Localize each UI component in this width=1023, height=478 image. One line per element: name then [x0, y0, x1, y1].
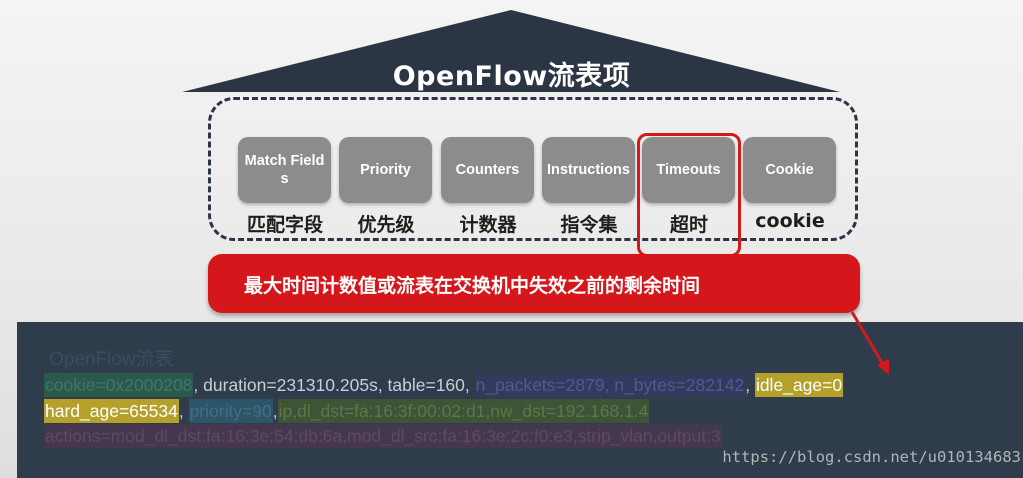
watermark: https://blog.csdn.net/u010134683	[722, 448, 1021, 466]
flow-line-1: cookie=0x2000208, duration=231310.205s, …	[44, 373, 844, 397]
separator: ,	[745, 375, 755, 395]
field-box-match-fields: Match Fields	[238, 137, 331, 203]
field-box-priority: Priority	[339, 137, 432, 203]
counters-segment: n_packets=2879, n_bytes=282142	[474, 373, 746, 397]
cookie-segment: cookie=0x2000208	[44, 373, 194, 397]
idle-age-segment: idle_age=0	[754, 373, 844, 397]
field-cn-match-fields: 匹配字段	[246, 214, 323, 236]
field-cn-instructions: 指令集	[560, 214, 618, 236]
field-box-instructions: Instructions	[542, 137, 635, 203]
field-cn-timeouts: 超时	[669, 214, 708, 236]
duration-table-segment: , duration=231310.205s, table=160,	[193, 375, 475, 395]
field-label-timeouts: Timeouts	[656, 162, 721, 178]
match-fields-segment: ip,dl_dst=fa:16:3f:00:02:d1,nw_dst=192.1…	[277, 399, 650, 423]
field-label-match-fields: Match Fields	[244, 153, 325, 187]
flow-table-panel: OpenFlow流表 cookie=0x2000208, duration=23…	[17, 322, 1023, 478]
flow-line-2: hard_age=65534, priority=90,ip,dl_dst=fa…	[44, 399, 650, 423]
separator: ,	[272, 401, 278, 421]
field-label-counters: Counters	[455, 162, 520, 178]
field-label-priority: Priority	[360, 162, 411, 178]
flow-line-3: actions=mod_dl_dst:fa:16:3e:54:db:6a,mod…	[44, 424, 722, 448]
field-box-timeouts: Timeouts	[642, 137, 735, 203]
field-box-cookie: Cookie	[743, 137, 836, 203]
separator: ,	[178, 401, 189, 421]
field-box-counters: Counters	[441, 137, 534, 203]
actions-segment: actions=mod_dl_dst:fa:16:3e:54:db:6a,mod…	[44, 424, 722, 448]
field-cn-cookie: cookie	[755, 210, 825, 232]
timeouts-highlight-frame	[637, 133, 741, 257]
field-cn-priority: 优先级	[357, 214, 415, 236]
priority-segment: priority=90	[188, 399, 273, 423]
diagram-title: OpenFlow流表项	[392, 61, 631, 92]
flow-entry-dashed-frame	[208, 97, 858, 241]
callout-text: 最大时间计数值或流表在交换机中失效之前的剩余时间	[244, 275, 701, 297]
hard-age-segment: hard_age=65534	[44, 399, 179, 423]
field-label-cookie: Cookie	[765, 162, 814, 178]
field-cn-counters: 计数器	[459, 214, 517, 236]
field-label-instructions: Instructions	[547, 162, 630, 178]
timeouts-callout: 最大时间计数值或流表在交换机中失效之前的剩余时间	[208, 254, 860, 313]
panel-title: OpenFlow流表	[49, 349, 174, 370]
